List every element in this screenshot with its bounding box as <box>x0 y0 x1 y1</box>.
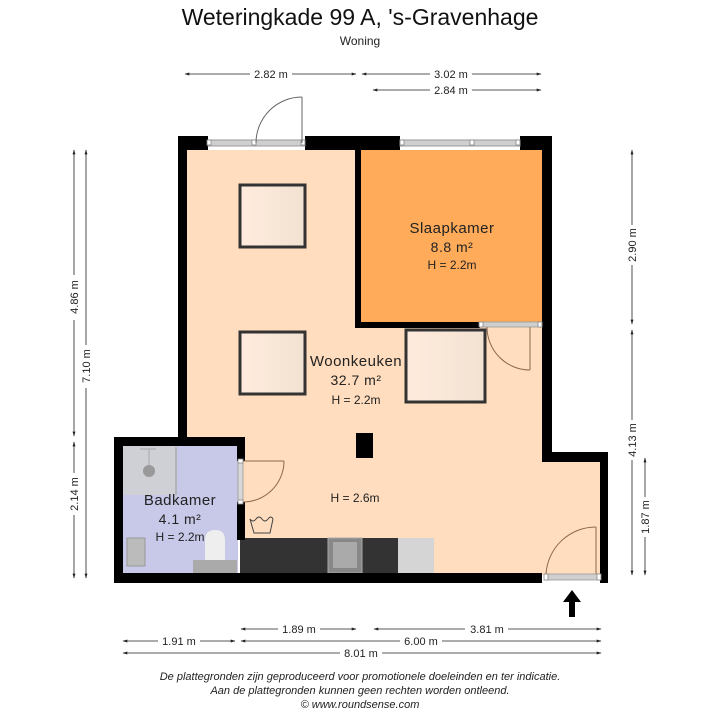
dim-bottom-1: 1.89 m <box>282 624 316 636</box>
dim-top-2: 3.02 m <box>434 69 468 81</box>
sink-icon <box>126 537 146 567</box>
dimension-left <box>72 149 88 579</box>
window-top-right <box>399 139 521 147</box>
door-entrance <box>543 526 602 581</box>
washing-machine-icon <box>249 516 274 534</box>
walls <box>114 136 608 583</box>
door-slaapkamer <box>478 321 543 371</box>
toilet-tank-icon <box>193 560 237 573</box>
kitchen-counter <box>240 537 434 574</box>
toilet-icon <box>205 530 225 560</box>
room-slaapkamer-floor <box>360 150 542 325</box>
dim-right-2: 4.13 m <box>627 423 639 457</box>
dim-left-2: 7.10 m <box>81 349 93 383</box>
room-woonkeuken-floor <box>187 150 600 575</box>
room-height-badkamer: H = 2.2m <box>155 530 204 544</box>
room-area-slaapkamer: 8.8 m² <box>431 239 474 255</box>
room-height-woonkeuken-lower: H = 2.6m <box>330 491 379 505</box>
skylight-2 <box>238 330 307 396</box>
shower-drain-icon <box>143 465 155 477</box>
dimension-bottom <box>122 627 602 655</box>
room-name-slaapkamer: Slaapkamer <box>409 220 494 237</box>
fridge-icon <box>398 538 434 573</box>
copyright: © www.roundsense.com <box>300 699 420 711</box>
room-badkamer-floor <box>122 445 238 573</box>
room-area-badkamer: 4.1 m² <box>159 511 202 527</box>
room-name-badkamer: Badkamer <box>144 492 216 509</box>
column <box>356 433 373 458</box>
dim-bottom-2: 3.81 m <box>470 624 504 636</box>
dim-bottom-5: 8.01 m <box>344 648 378 660</box>
dim-right-1: 2.90 m <box>627 228 639 262</box>
skylight-1 <box>238 183 307 249</box>
room-name-woonkeuken: Woonkeuken <box>310 353 402 370</box>
dim-left-3: 2.14 m <box>69 477 81 511</box>
door-badkamer <box>237 458 285 505</box>
room-height-woonkeuken: H = 2.2m <box>331 393 380 407</box>
skylight-3 <box>404 328 487 404</box>
dim-bottom-4: 6.00 m <box>404 636 438 648</box>
door-balcony <box>255 96 303 144</box>
plan-title: Weteringkade 99 A, 's-Gravenhage <box>181 4 539 30</box>
dim-right-3: 1.87 m <box>640 500 652 534</box>
room-height-slaapkamer: H = 2.2m <box>427 258 476 272</box>
dimension-right <box>630 149 647 576</box>
room-area-woonkeuken: 32.7 m² <box>331 372 382 388</box>
dim-top-3: 2.84 m <box>434 85 468 97</box>
entrance-arrow-icon <box>563 590 581 617</box>
disclaimer-line-1: De plattegronden zijn geproduceerd voor … <box>159 671 561 683</box>
dim-bottom-3: 1.91 m <box>162 636 196 648</box>
dimension-top <box>184 72 542 92</box>
plan-subtitle: Woning <box>339 34 381 48</box>
dim-left-1: 4.86 m <box>69 280 81 314</box>
kitchen-sink-icon <box>333 542 357 568</box>
disclaimer-line-2: Aan de plattegronden kunnen geen rechten… <box>210 685 510 697</box>
dim-top-1: 2.82 m <box>254 69 288 81</box>
